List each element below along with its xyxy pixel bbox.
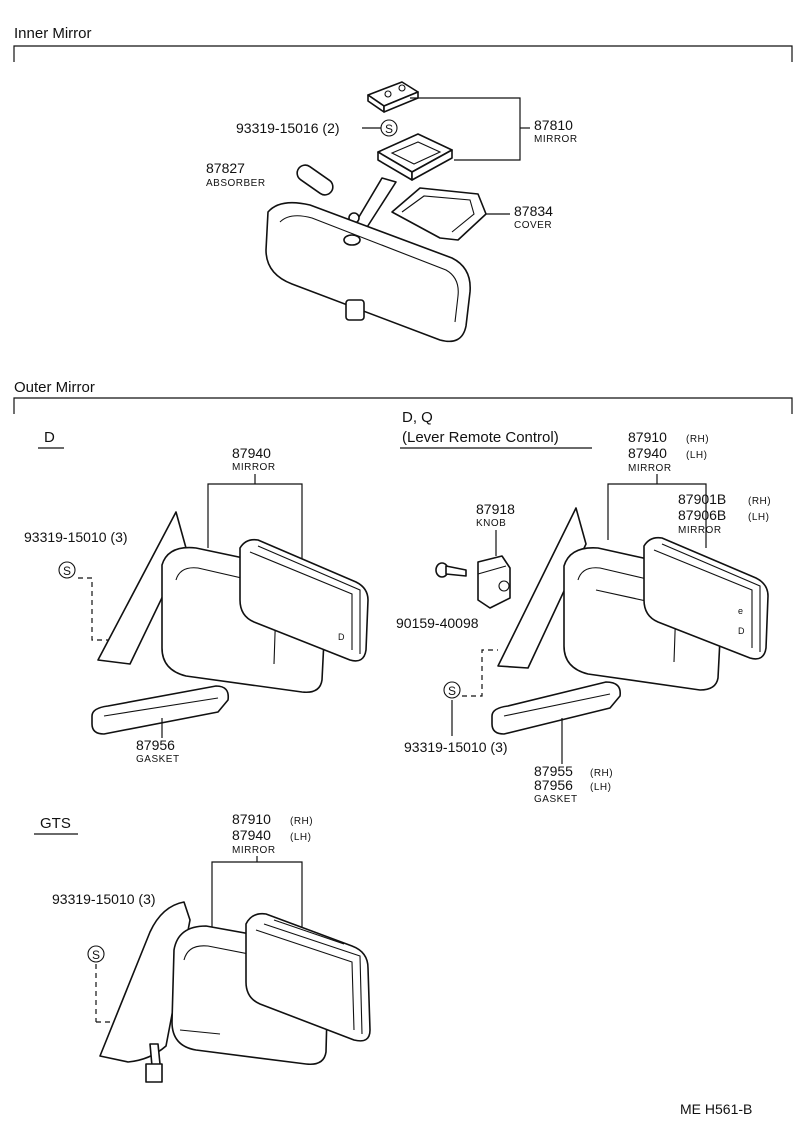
svg-text:(LH): (LH)	[290, 832, 311, 843]
outer-section-bracket	[13, 397, 793, 414]
gts-mirror-name: MIRROR	[232, 845, 276, 856]
absorber-number: 87827	[206, 160, 245, 176]
inner-mirror-body	[265, 201, 471, 343]
footer-code: ME H561-B	[680, 1101, 752, 1117]
dq-glass-lh-number: 87906B	[678, 507, 726, 523]
d-gasket-number: 87956	[136, 737, 175, 753]
gts-screw-label: 93319-15010 (3)	[52, 891, 156, 907]
mirror-bracket-plate	[367, 81, 419, 113]
dq-knob-number: 87918	[476, 501, 515, 517]
svg-text:S: S	[92, 948, 100, 962]
mirror-callout-line	[410, 97, 521, 161]
cover-name: COVER	[514, 220, 552, 231]
d-mirror-number: 87940	[232, 445, 271, 461]
svg-text:(RH): (RH)	[290, 816, 313, 827]
variant-d: D 87940 MIRROR 93319-15010 (3) S D	[24, 429, 369, 765]
dq-glass-name: MIRROR	[678, 525, 722, 536]
svg-text:e: e	[738, 606, 743, 616]
d-gasket-name: GASKET	[136, 754, 180, 765]
screw-symbol-icon: S	[87, 945, 105, 963]
svg-text:D: D	[338, 632, 345, 642]
svg-text:(LH): (LH)	[590, 782, 611, 793]
d-screw-label: 93319-15010 (3)	[24, 529, 128, 545]
svg-text:(RH): (RH)	[686, 434, 709, 445]
outer-mirror-title: Outer Mirror	[14, 379, 95, 396]
screw-symbol-icon: S	[58, 561, 76, 579]
variant-dq-sublabel: (Lever Remote Control)	[402, 429, 559, 446]
svg-text:D: D	[738, 626, 745, 636]
svg-text:(LH): (LH)	[686, 450, 707, 461]
mirror-87810-number: 87810	[534, 117, 573, 133]
screw-93319-15016-label: 93319-15016 (2)	[236, 120, 340, 136]
variant-gts-label: GTS	[40, 815, 71, 832]
inner-mirror-title: Inner Mirror	[14, 25, 92, 42]
d-mirror-name: MIRROR	[232, 462, 276, 473]
cover-part	[391, 187, 487, 241]
gts-mirror-rh-number: 87910	[232, 811, 271, 827]
variant-d-label: D	[44, 429, 55, 446]
bolt-part	[435, 562, 467, 578]
outer-mirror-section: Outer Mirror D 87940 MIRROR 93319-15010 …	[13, 379, 793, 1083]
cover-number: 87834	[514, 203, 553, 219]
variant-gts: GTS 87910 (RH) 87940 (LH) MIRROR 93319-1…	[34, 811, 371, 1083]
dq-mirror-rh-number: 87910	[628, 429, 667, 445]
svg-text:S: S	[448, 684, 456, 698]
absorber-name: ABSORBER	[206, 178, 266, 189]
dq-gasket-lh-number: 87956	[534, 777, 573, 793]
knob-part	[477, 555, 511, 609]
dq-glass-rh-number: 87901B	[678, 491, 726, 507]
gts-mirror-lh-number: 87940	[232, 827, 271, 843]
dq-gasket-rh-number: 87955	[534, 763, 573, 779]
svg-text:S: S	[63, 564, 71, 578]
inner-mirror-section: Inner Mirror S 93319-15016 (2)	[13, 25, 793, 343]
inner-section-bracket	[13, 45, 793, 62]
svg-text:(RH): (RH)	[748, 496, 771, 507]
svg-text:(RH): (RH)	[590, 768, 613, 779]
variant-dq-label: D, Q	[402, 409, 433, 426]
absorber-part	[296, 164, 334, 196]
mirror-87810-name: MIRROR	[534, 134, 578, 145]
dq-bolt-label: 90159-40098	[396, 615, 479, 631]
screw-symbol-icon: S	[380, 119, 398, 137]
svg-text:S: S	[385, 122, 393, 136]
svg-text:(LH): (LH)	[748, 512, 769, 523]
dq-gasket-name: GASKET	[534, 794, 578, 805]
dq-mirror-name: MIRROR	[628, 463, 672, 474]
dq-screw-label: 93319-15010 (3)	[404, 739, 508, 755]
variant-dq: D, Q (Lever Remote Control) 87910 (RH) 8…	[396, 409, 771, 805]
screw-symbol-icon: S	[443, 681, 461, 699]
dq-knob-name: KNOB	[476, 518, 506, 529]
dq-mirror-lh-number: 87940	[628, 445, 667, 461]
